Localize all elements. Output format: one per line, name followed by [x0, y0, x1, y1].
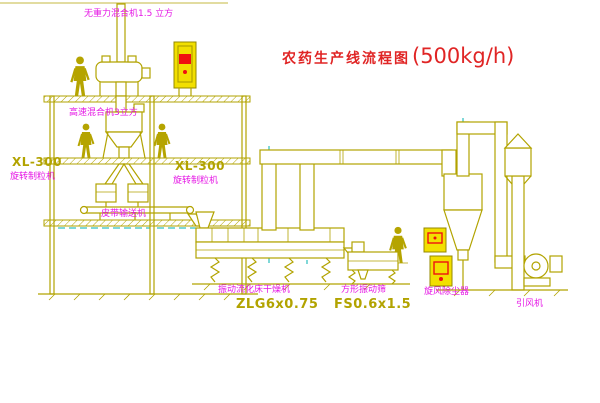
label-granulator-right: 旋转制粒机	[173, 176, 219, 186]
label-high-speed-mixer: 高速混合机3立方	[69, 108, 138, 118]
model-granulator-left: XL-300	[12, 155, 62, 169]
control-cabinet-1	[173, 41, 197, 96]
title-text: 农药生产线流程图	[282, 51, 410, 67]
granulator-right-unit	[127, 183, 149, 207]
high-speed-mixer	[102, 103, 146, 159]
person-figure	[70, 55, 90, 98]
label-dust-collector: 旋风除尘器	[424, 287, 470, 297]
model-dryer: ZLG6x0.75	[236, 297, 319, 312]
label-granulator-left: 旋转制粒机	[10, 172, 56, 182]
label-sieve: 方形振动筛	[341, 285, 387, 295]
induced-draft-fan	[436, 253, 568, 297]
control-cabinet-3	[429, 255, 453, 287]
label-fan: 引风机	[516, 299, 544, 309]
person-figure	[153, 122, 171, 159]
building-structure	[38, 95, 258, 301]
label-top-mixer: 无重力混合机1.5 立方	[84, 9, 174, 19]
model-granulator-right: XL-300	[175, 159, 225, 173]
granulator-y-chute	[103, 163, 145, 185]
control-cabinet-2	[423, 227, 447, 253]
exhaust-stack	[503, 133, 533, 291]
label-dryer: 振动流化床干燥机	[218, 285, 291, 295]
vibrating-sieve	[347, 241, 399, 285]
drawing-title: 农药生产线流程图 (500kg/h)	[282, 44, 514, 68]
cyclone-separator	[441, 149, 483, 290]
granulator-left-unit	[95, 183, 117, 207]
title-capacity: (500kg/h)	[412, 44, 515, 68]
label-belt-conveyor: 皮带输送机	[101, 209, 147, 219]
person-figure	[77, 122, 95, 159]
model-sieve: FS0.6x1.5	[334, 297, 412, 312]
exhaust-ducting	[259, 149, 453, 231]
fluid-bed-dryer	[192, 211, 410, 291]
